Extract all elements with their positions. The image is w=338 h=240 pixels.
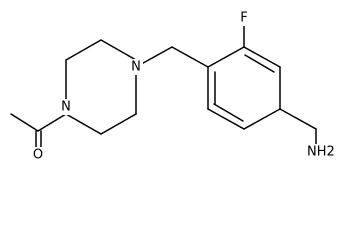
bond-ring-ch2 <box>279 108 317 130</box>
bond-carbonyl-n <box>37 113 67 132</box>
bond-methyl-carbonyl <box>10 113 39 132</box>
bond-ring-1 <box>207 46 245 68</box>
bond-pip-5 <box>100 113 137 135</box>
bond-pip-3 <box>100 39 137 61</box>
bond-ring-2-double <box>244 54 275 73</box>
bond-ring-5-double <box>213 103 244 122</box>
atom-label-amine: NH2 <box>307 145 335 160</box>
atom-label-oxygen: O <box>33 148 43 163</box>
atom-label-fluorine: F <box>240 11 247 26</box>
molecule-structure: N N O F NH2 <box>10 10 336 163</box>
bond-pip-4 <box>65 113 102 135</box>
bond-ring-2 <box>243 46 281 68</box>
bond-ch2-ring <box>171 46 209 68</box>
atom-label-n-acetyl: N <box>61 100 71 115</box>
bond-ring-4 <box>243 108 281 130</box>
atom-label-n-benzyl: N <box>131 60 141 75</box>
bond-pip-2 <box>65 39 102 61</box>
bond-ring-5 <box>207 108 245 130</box>
